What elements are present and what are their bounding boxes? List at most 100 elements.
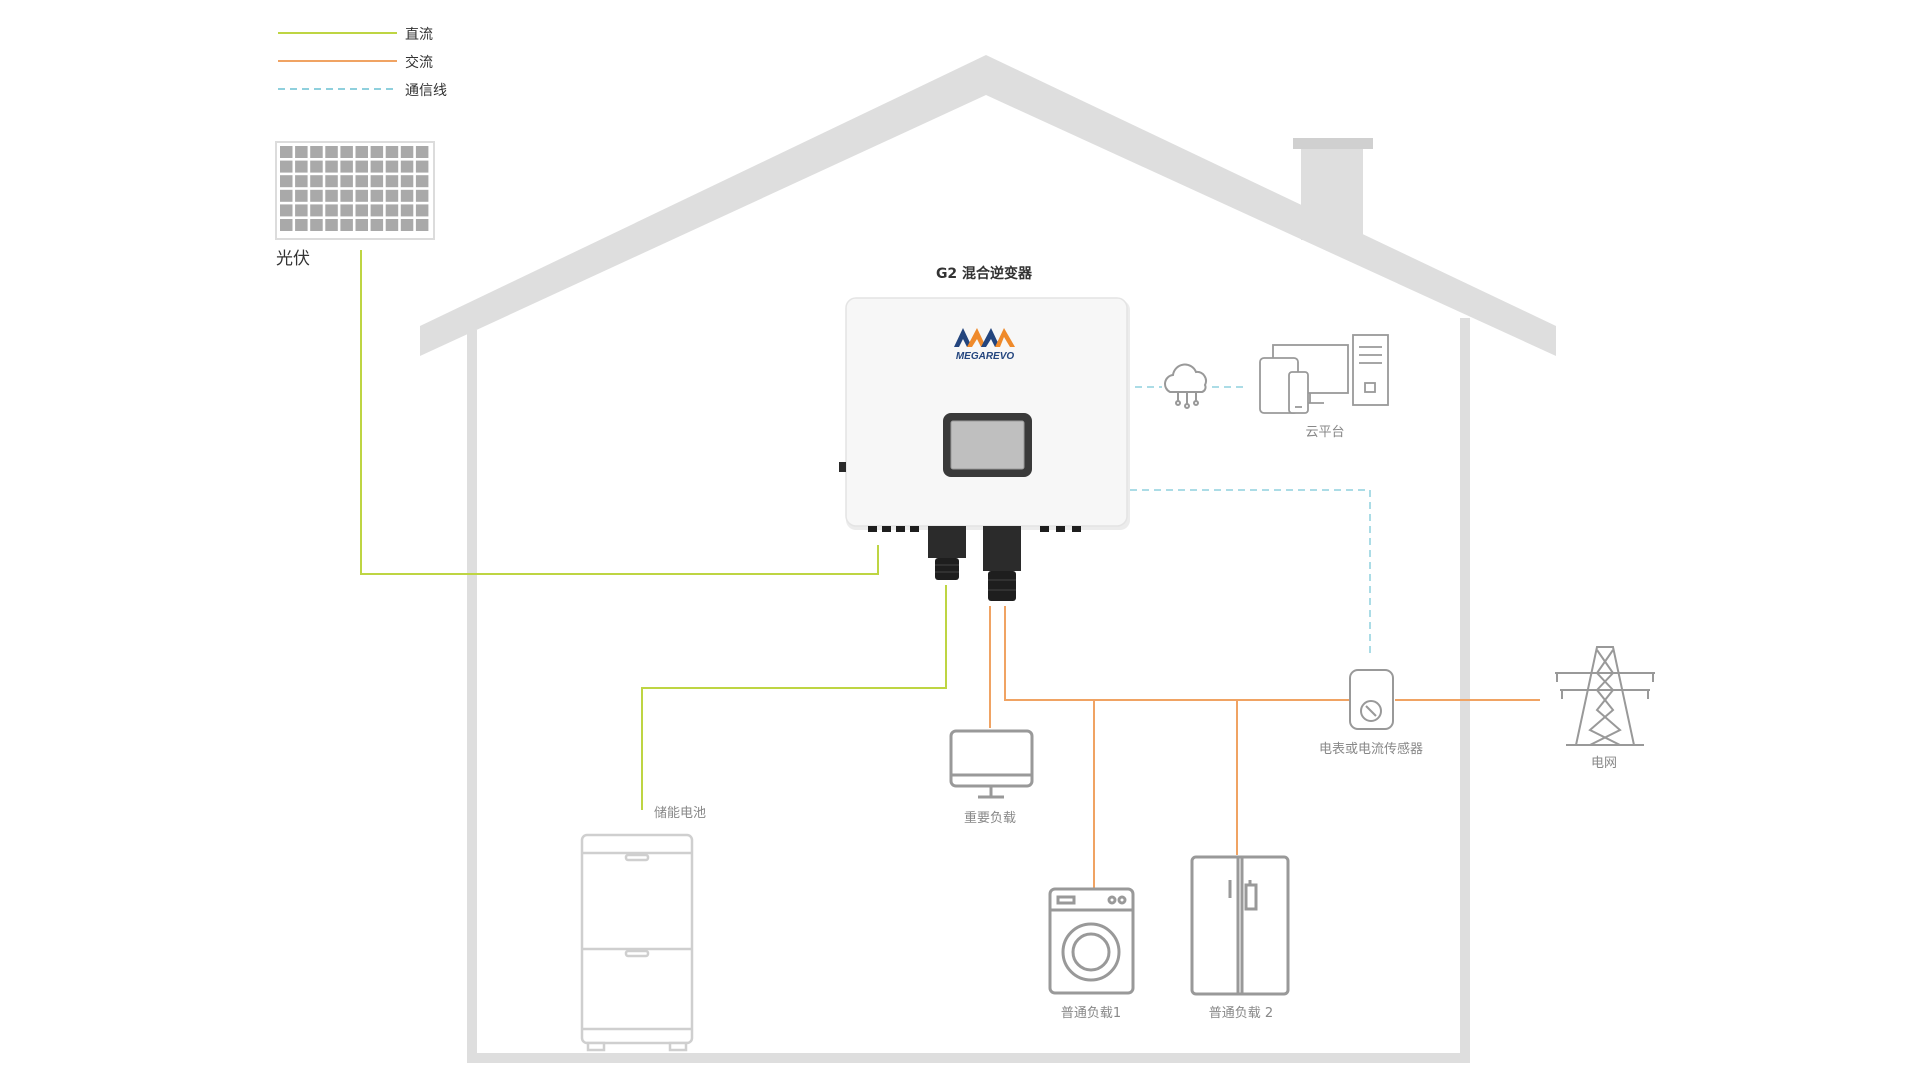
washer-knob [1107, 895, 1117, 905]
ac-main-line [1004, 606, 1350, 701]
solar-cell [355, 146, 368, 158]
inverter: G2 混合逆变器 MEGAREVO [839, 265, 1130, 601]
logo-right-tip [995, 328, 1015, 347]
desktop-tower-icon [1352, 334, 1389, 406]
solar-cell [340, 146, 353, 158]
solar-cell [400, 189, 414, 202]
solar-cell [310, 204, 323, 217]
washer-knob [1117, 895, 1127, 905]
solar-cell [340, 175, 353, 188]
solar-cell [415, 146, 429, 158]
inverter-body [845, 297, 1128, 527]
solar-cell [400, 146, 414, 158]
pv-to-inverter-line [360, 250, 879, 575]
dc-port [896, 526, 905, 532]
solar-cell [280, 189, 293, 202]
ac-connector-gland [988, 571, 1016, 601]
dc-port [868, 526, 877, 532]
solar-cell [325, 189, 338, 202]
solar-cell [295, 175, 308, 188]
tower-frame [1575, 646, 1635, 746]
solar-cell [325, 146, 338, 158]
solar-cell [370, 175, 384, 188]
battery-connector-housing [928, 526, 966, 558]
solar-cell [415, 219, 429, 231]
comm-port [1072, 526, 1081, 532]
battery-to-inverter-line [641, 585, 947, 810]
critical-load-icon [949, 729, 1034, 799]
solar-cell [385, 204, 399, 217]
critical-load-label: 重要负载 [964, 810, 1016, 826]
solar-cell [400, 160, 414, 173]
solar-cell [355, 189, 368, 202]
battery-label: 储能电池 [654, 806, 706, 821]
meter: 电表或电流传感器 [1319, 669, 1423, 757]
solar-cell [400, 219, 414, 231]
solar-cell [355, 175, 368, 188]
ac-lines [989, 606, 1540, 888]
cloud-icon [1164, 363, 1207, 393]
logo-middle-stroke [967, 328, 986, 347]
washer-drum [1071, 932, 1111, 972]
solar-cell [310, 146, 323, 158]
solar-cell [295, 189, 308, 202]
battery-foot [668, 1041, 688, 1052]
cloud-platform [1164, 363, 1207, 409]
comm-lines [1130, 386, 1371, 656]
solar-panel-cells [280, 146, 429, 231]
inverter-display-screen [950, 420, 1025, 470]
battery-handle [624, 853, 650, 862]
solar-cell [310, 219, 323, 231]
ac-connector [983, 526, 1021, 601]
solar-cell [355, 204, 368, 217]
battery-handle [624, 949, 650, 958]
megarevo-logo: MEGAREVO [954, 328, 1015, 362]
inverter-ports [868, 526, 1081, 532]
dc-lines [360, 250, 947, 810]
comm-port [1040, 526, 1049, 532]
meter-dial-needle [1365, 705, 1377, 717]
cloud-icon-node [1193, 400, 1199, 406]
inverter-to-meter-line [1130, 489, 1371, 656]
solar-cell [355, 160, 368, 173]
battery-connector-gland [935, 558, 959, 580]
meter-dial [1360, 700, 1382, 722]
grid-tower-icon [1555, 646, 1655, 746]
load2-label: 普通负载 2 [1209, 1006, 1273, 1021]
solar-cell [400, 175, 414, 188]
desktop-tower-button [1364, 382, 1376, 393]
battery-icon [580, 833, 694, 1052]
solar-cell [355, 219, 368, 231]
solar-cell [280, 160, 293, 173]
house-chimney-cap [1293, 138, 1373, 149]
computer-devices [1259, 334, 1389, 414]
solar-cell [370, 204, 384, 217]
inverter-title: G2 混合逆变器 [936, 265, 1033, 282]
solar-cell [415, 175, 429, 188]
solar-cell [340, 189, 353, 202]
refrigerator-icon [1190, 855, 1290, 996]
solar-cell [415, 189, 429, 202]
house-walls [467, 318, 1470, 1063]
solar-cell [295, 146, 308, 158]
phone-icon [1288, 371, 1309, 414]
solar-cell [385, 160, 399, 173]
pv-label: 光伏 [276, 249, 310, 269]
legend-ac-label: 交流 [405, 54, 433, 71]
logo-brand-text: MEGAREVO [956, 351, 1015, 362]
dc-port [910, 526, 919, 532]
solar-cell [385, 146, 399, 158]
solar-cell [340, 219, 353, 231]
house-outline [420, 55, 1556, 1063]
cloud-icon-node [1175, 400, 1181, 406]
solar-cell [280, 219, 293, 231]
solar-cell [385, 219, 399, 231]
battery-connector [928, 526, 966, 580]
solar-cell [370, 160, 384, 173]
cloud-icon-node [1184, 403, 1190, 409]
solar-cell [340, 204, 353, 217]
logo-left-stroke [954, 328, 972, 347]
solar-cell [415, 160, 429, 173]
solar-cell [325, 175, 338, 188]
